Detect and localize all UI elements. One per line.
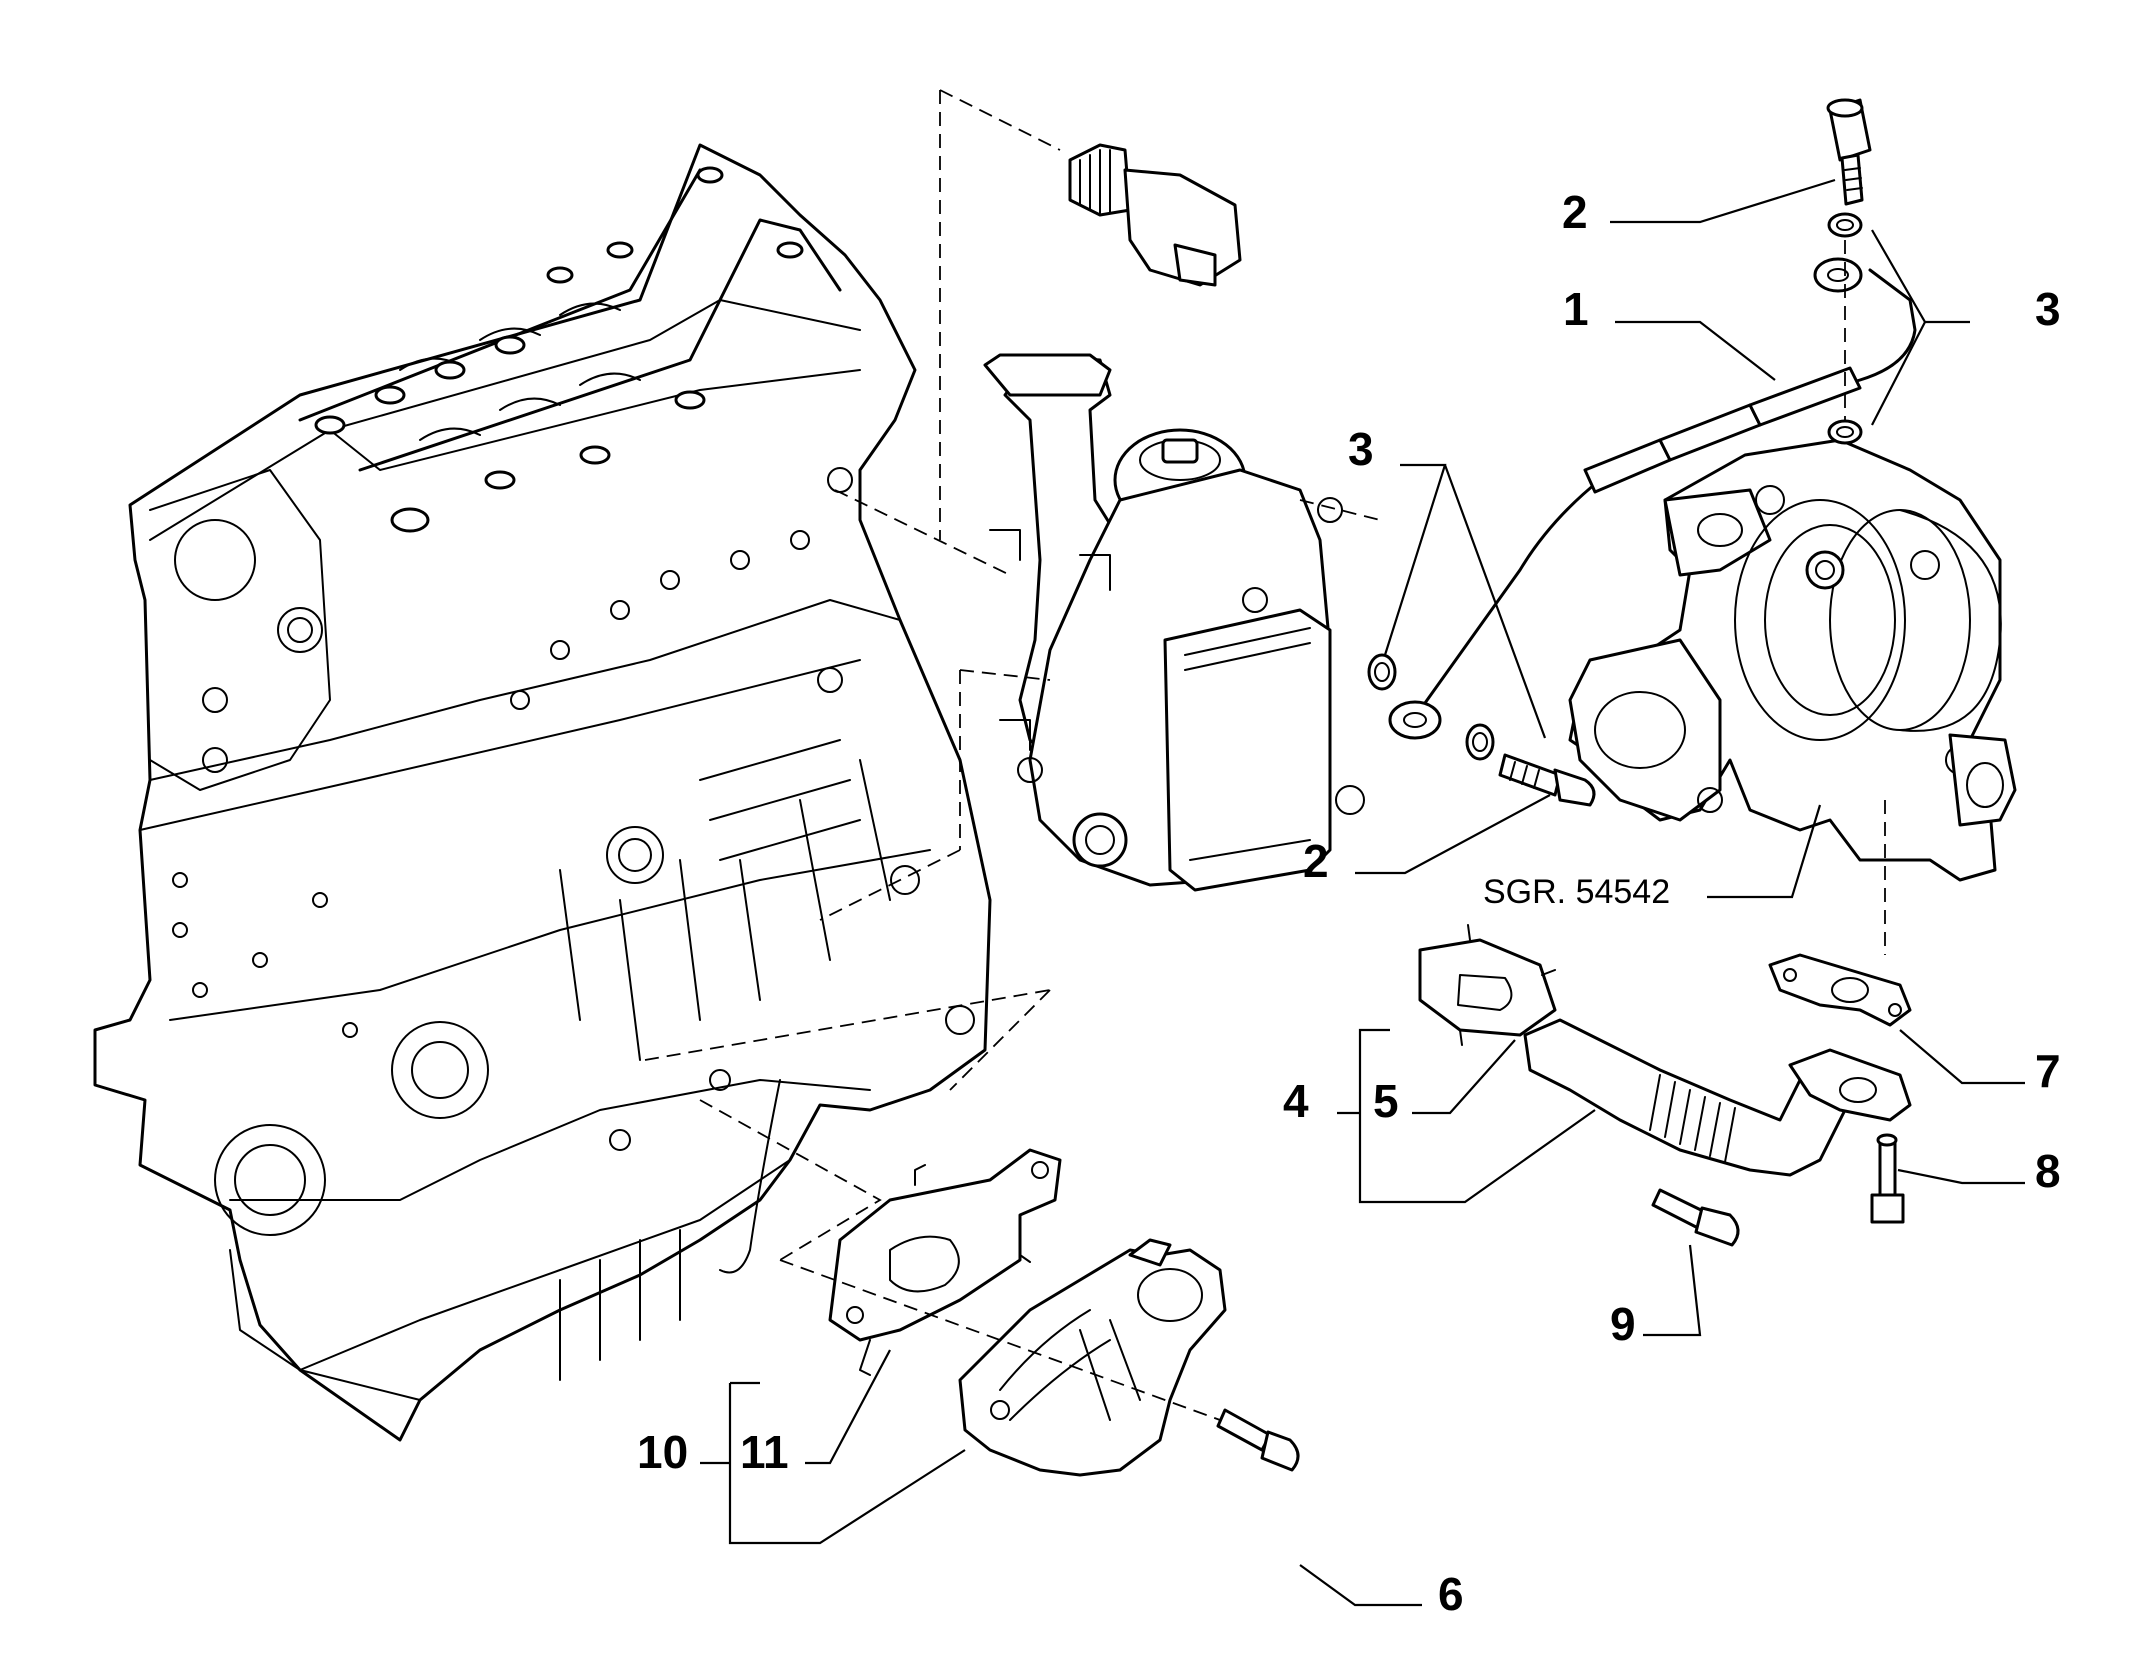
gaskets xyxy=(828,924,1912,1376)
label-8: 8 xyxy=(2035,1145,2061,1197)
turbocharger xyxy=(1568,438,2017,882)
oil-feed-pipe xyxy=(1388,257,1917,740)
oil-filter-housing xyxy=(983,353,1365,892)
part-labels: 2 1 3 3 2 SGR. 54542 4 5 7 8 9 10 11 6 xyxy=(637,186,2061,1620)
label-3-mid: 3 xyxy=(1348,423,1374,475)
washers-and-bolts xyxy=(1216,98,1905,1472)
label-7: 7 xyxy=(2035,1045,2061,1097)
egr-pipe xyxy=(1523,1018,1912,1177)
label-10: 10 xyxy=(637,1426,688,1478)
reference-code: SGR. 54542 xyxy=(1483,873,1670,911)
label-9: 9 xyxy=(1610,1298,1636,1350)
label-2-mid: 2 xyxy=(1303,835,1329,887)
callout-leaders xyxy=(700,178,2025,1607)
engine-block xyxy=(93,143,992,1442)
label-4: 4 xyxy=(1283,1075,1309,1127)
alignment-lines xyxy=(644,89,1886,1421)
egr-housing xyxy=(958,1238,1227,1477)
label-5: 5 xyxy=(1373,1075,1399,1127)
label-2-top: 2 xyxy=(1562,186,1588,238)
label-11: 11 xyxy=(740,1426,789,1478)
label-1: 1 xyxy=(1563,283,1589,335)
label-6: 6 xyxy=(1438,1568,1464,1620)
label-3-right: 3 xyxy=(2035,283,2061,335)
pressure-sensor xyxy=(1068,143,1242,287)
